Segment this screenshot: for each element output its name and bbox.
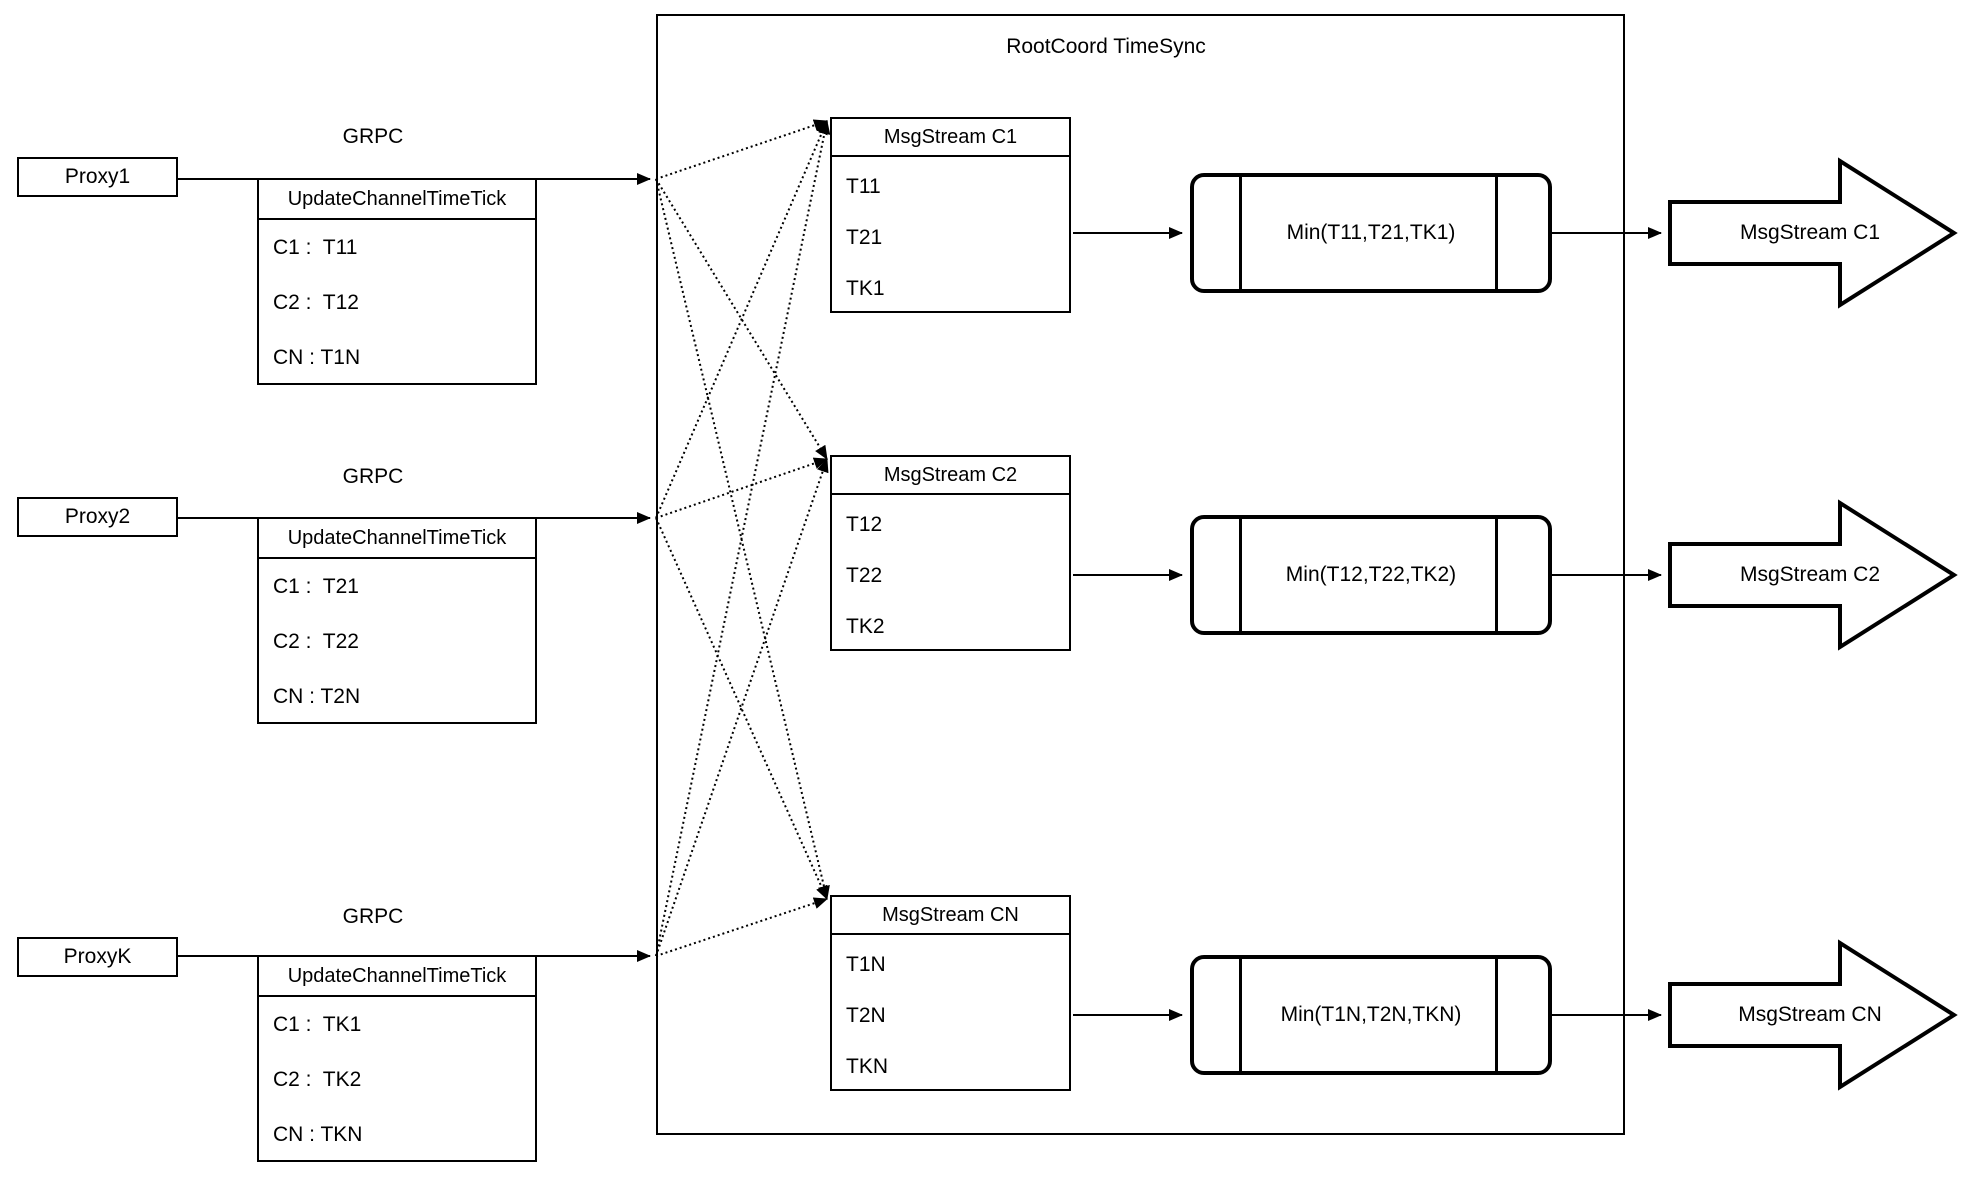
msgstream-table: MsgStream CN T1N T2N TKN — [830, 895, 1071, 1091]
update-table-row: C2 : T12 — [273, 290, 359, 314]
grpc-label: GRPC — [342, 125, 404, 148]
msgstream-table-row: TK1 — [846, 276, 885, 300]
msgstream-table: MsgStream C1 T11 T21 TK1 — [830, 117, 1071, 313]
min-function-box: Min(T1N,T2N,TKN) — [1190, 955, 1552, 1075]
min-function-box: Min(T12,T22,TK2) — [1190, 515, 1552, 635]
dotted-arrow-pk-cn — [655, 897, 828, 957]
msgstream-table-header: MsgStream C1 — [832, 119, 1069, 157]
update-table-header: UpdateChannelTimeTick — [259, 957, 535, 997]
proxy-box: Proxy2 — [17, 497, 178, 537]
msgstream-table-row: T21 — [846, 225, 883, 249]
min-label: Min(T1N,T2N,TKN) — [1280, 1003, 1462, 1026]
output-msgstream-label: MsgStream CN — [1738, 1003, 1882, 1026]
output-block-arrow-row3 — [1668, 939, 1958, 1091]
rootcoord-title: RootCoord TimeSync — [1006, 35, 1206, 58]
grpc-label: GRPC — [342, 465, 404, 488]
min-box-left-divider — [1239, 959, 1242, 1071]
dotted-fanout-arrows — [655, 119, 831, 957]
min-box-left-divider — [1239, 177, 1242, 289]
update-table-row: CN : TKN — [273, 1122, 363, 1146]
min-label: Min(T12,T22,TK2) — [1285, 563, 1457, 586]
dotted-arrow-pk-c1 — [655, 120, 831, 957]
update-table-row: CN : T2N — [273, 684, 361, 708]
min-box-left-divider — [1239, 519, 1242, 631]
update-channel-timetick-table: UpdateChannelTimeTick C1 : TK1 C2 : TK2 … — [257, 955, 537, 1162]
update-table-row: C1 : T21 — [273, 574, 359, 598]
msgstream-table-header: MsgStream C2 — [832, 457, 1069, 495]
update-table-row: C1 : TK1 — [273, 1012, 362, 1036]
min-box-right-divider — [1495, 177, 1498, 289]
min-box-right-divider — [1495, 519, 1498, 631]
dotted-arrow-p1-c1 — [655, 119, 828, 180]
output-msgstream-label: MsgStream C2 — [1739, 563, 1881, 586]
min-function-box: Min(T11,T21,TK1) — [1190, 173, 1552, 293]
update-table-row: C1 : T11 — [273, 235, 358, 259]
min-label: Min(T11,T21,TK1) — [1286, 221, 1456, 244]
output-block-arrow-row2 — [1668, 499, 1958, 651]
proxy-box: Proxy1 — [17, 157, 178, 197]
msgstream-table-row: T22 — [846, 563, 883, 587]
dotted-arrow-p2-c2 — [655, 457, 828, 519]
msgstream-table-row: T11 — [846, 174, 881, 198]
update-table-row: C2 : T22 — [273, 629, 359, 653]
dotted-arrow-p2-c1 — [655, 120, 828, 519]
output-msgstream-label: MsgStream C1 — [1739, 221, 1881, 244]
msgstream-table-row: T12 — [846, 512, 883, 536]
proxy-box: ProxyK — [17, 937, 178, 977]
msgstream-table-header: MsgStream CN — [832, 897, 1069, 935]
update-table-row: CN : T1N — [273, 345, 361, 369]
msgstream-table-row: TKN — [846, 1054, 888, 1078]
msgstream-table: MsgStream C2 T12 T22 TK2 — [830, 455, 1071, 651]
msgstream-table-row: T2N — [846, 1003, 886, 1027]
msgstream-table-row: T1N — [846, 952, 886, 976]
output-block-arrow-row1 — [1668, 157, 1958, 309]
update-channel-timetick-table: UpdateChannelTimeTick C1 : T21 C2 : T22 … — [257, 517, 537, 724]
update-table-row: C2 : TK2 — [273, 1067, 362, 1091]
update-table-header: UpdateChannelTimeTick — [259, 519, 535, 559]
update-table-header: UpdateChannelTimeTick — [259, 180, 535, 220]
grpc-label: GRPC — [342, 905, 404, 928]
msgstream-table-row: TK2 — [846, 614, 885, 638]
update-channel-timetick-table: UpdateChannelTimeTick C1 : T11 C2 : T12 … — [257, 178, 537, 385]
min-box-right-divider — [1495, 959, 1498, 1071]
